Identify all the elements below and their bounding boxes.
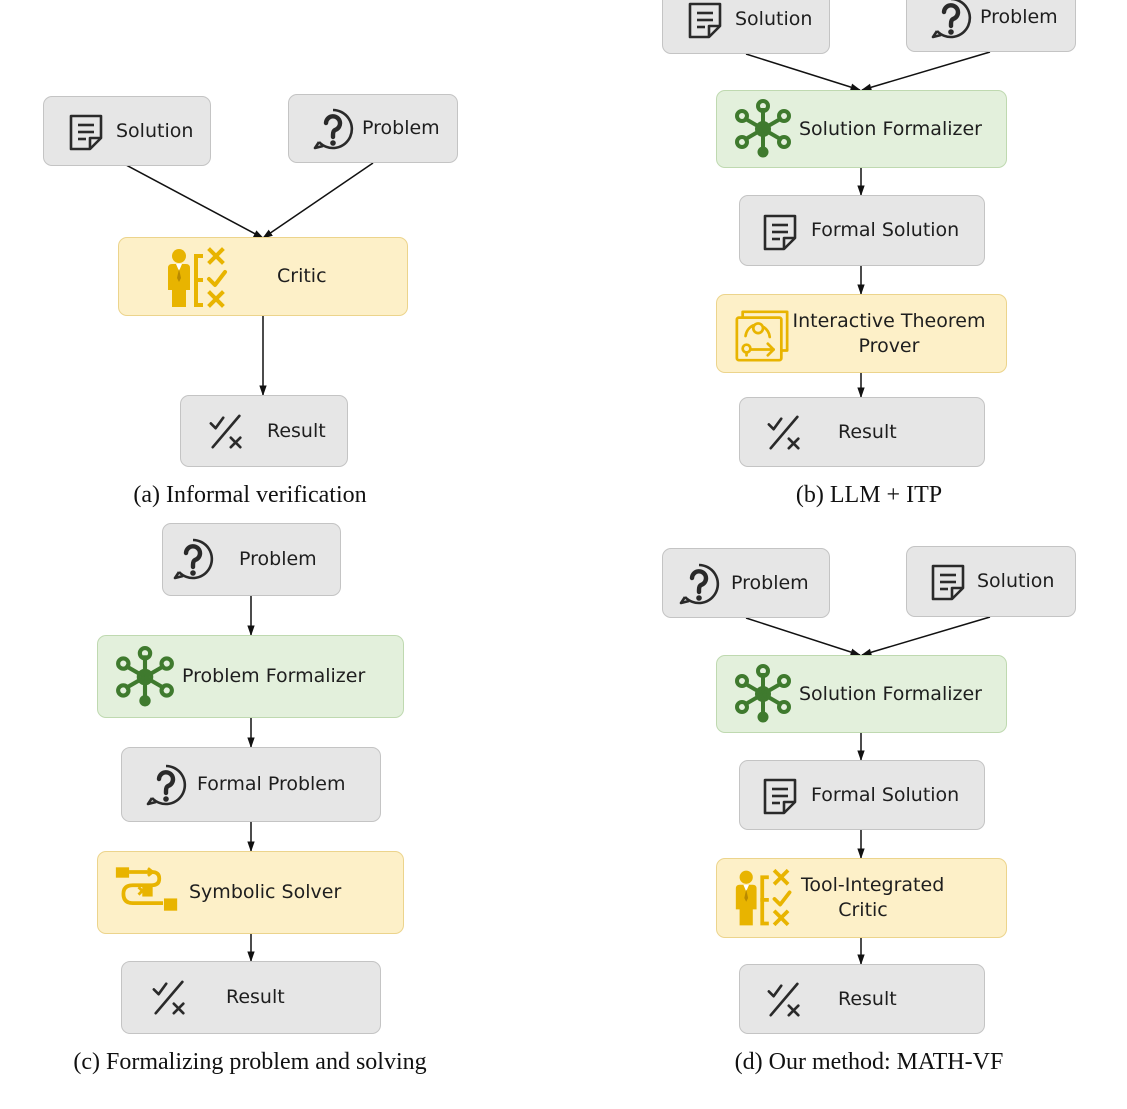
question-icon <box>311 107 355 151</box>
critic-person-checklist-icon <box>165 247 235 309</box>
document-icon <box>760 212 800 252</box>
symbolic-solver-icon <box>114 865 180 913</box>
d-critic-label: Tool-Integrated Critic <box>801 873 945 923</box>
check-cross-icon <box>151 979 189 1017</box>
c-symbolic-solver-label: Symbolic Solver <box>189 881 342 903</box>
d-solution-formalizer-label: Solution Formalizer <box>799 682 982 705</box>
d-problem-node: Problem <box>662 548 830 618</box>
c-formal-problem-node: Formal Problem <box>121 747 381 822</box>
c-problem-formalizer-node: Problem Formalizer <box>97 635 404 718</box>
arrow-b-solution-formalizer <box>745 53 862 91</box>
d-result-node: Result <box>739 964 985 1034</box>
d-solution-node: Solution <box>906 546 1076 617</box>
d-caption: (d) Our method: MATH-VF <box>734 1049 1004 1075</box>
a-solution-node: Solution <box>43 96 211 166</box>
check-cross-icon <box>766 414 804 452</box>
d-formal-solution-label: Formal Solution <box>811 783 960 806</box>
d-problem-label: Problem <box>731 571 809 594</box>
b-result-node: Result <box>739 397 985 467</box>
b-formal-solution-label: Formal Solution <box>811 219 960 241</box>
d-solution-formalizer-node: Solution Formalizer <box>716 655 1007 733</box>
d-critic-line2: Critic <box>838 899 888 921</box>
a-caption: (a) Informal verification <box>133 482 367 508</box>
question-icon <box>144 763 188 807</box>
d-solution-label: Solution <box>977 570 1055 592</box>
question-icon <box>929 0 973 40</box>
arrow-d-problem-formalizer <box>745 617 861 656</box>
b-solution-formalizer-label: Solution Formalizer <box>799 117 982 140</box>
a-problem-node: Problem <box>288 94 458 163</box>
arrow-a-problem-critic <box>262 162 374 239</box>
b-solution-node: Solution <box>662 0 830 54</box>
c-formal-problem-label: Formal Problem <box>197 773 346 795</box>
b-problem-label: Problem <box>980 6 1058 28</box>
d-tool-integrated-critic-node: Tool-Integrated Critic <box>716 858 1007 938</box>
theorem-prover-icon <box>733 307 791 365</box>
b-result-label: Result <box>838 420 897 443</box>
d-critic-line1: Tool-Integrated <box>801 874 945 896</box>
document-icon <box>685 0 725 40</box>
c-caption: (c) Formalizing problem and solving <box>73 1049 427 1075</box>
d-formal-solution-node: Formal Solution <box>739 760 985 830</box>
question-icon <box>171 537 215 581</box>
arrow-a-solution-critic <box>125 164 264 239</box>
a-result-label: Result <box>267 419 326 442</box>
b-problem-node: Problem <box>906 0 1076 52</box>
c-problem-formalizer-label: Problem Formalizer <box>182 665 366 687</box>
b-caption: (b) LLM + ITP <box>795 482 943 508</box>
b-solution-formalizer-node: Solution Formalizer <box>716 90 1007 168</box>
a-problem-label: Problem <box>362 117 440 139</box>
document-icon <box>928 562 968 602</box>
arrow-b-problem-formalizer <box>860 51 991 91</box>
document-icon <box>760 776 800 816</box>
check-cross-icon <box>208 413 246 451</box>
a-result-node: Result <box>180 395 348 467</box>
network-icon <box>733 664 793 724</box>
network-icon <box>114 646 176 708</box>
question-icon <box>677 562 721 606</box>
b-itp-label: Interactive Theorem Prover <box>789 309 989 359</box>
check-cross-icon <box>766 981 804 1019</box>
b-itp-node: Interactive Theorem Prover <box>716 294 1007 373</box>
document-icon <box>66 112 106 152</box>
network-icon <box>733 99 793 159</box>
a-critic-label: Critic <box>277 265 327 287</box>
critic-person-checklist-icon <box>733 868 799 928</box>
c-result-node: Result <box>121 961 381 1034</box>
arrow-d-solution-formalizer <box>860 616 991 656</box>
c-symbolic-solver-node: Symbolic Solver <box>97 851 404 934</box>
b-itp-line2: Prover <box>858 334 920 357</box>
a-solution-label: Solution <box>116 119 194 142</box>
c-problem-label: Problem <box>239 548 317 570</box>
d-result-label: Result <box>838 987 897 1010</box>
b-formal-solution-node: Formal Solution <box>739 195 985 266</box>
b-itp-line1: Interactive Theorem <box>792 309 986 332</box>
b-solution-label: Solution <box>735 7 813 30</box>
a-critic-node: Critic <box>118 237 408 316</box>
c-result-label: Result <box>226 986 285 1008</box>
c-problem-node: Problem <box>162 523 341 596</box>
